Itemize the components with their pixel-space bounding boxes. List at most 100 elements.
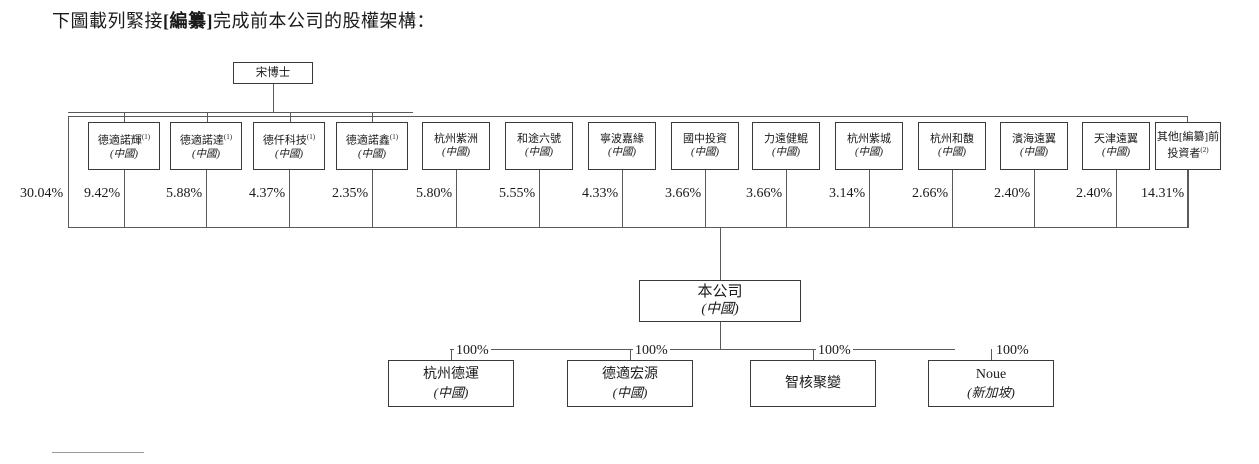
subsidiary-stem bbox=[630, 349, 631, 360]
shareholder-box: 力遠健鯤 (中國) bbox=[752, 122, 820, 170]
shareholder-stem bbox=[206, 170, 207, 228]
shareholder-name: 和途六號 bbox=[517, 133, 561, 145]
shareholder-box: 德仟科技(1)(中國) bbox=[253, 122, 325, 170]
shareholder-box: 其他[編纂]前投資者(2) bbox=[1155, 122, 1221, 170]
subsidiary-stem bbox=[451, 349, 452, 360]
shareholder-stem bbox=[622, 170, 623, 228]
shareholder-name: 國中投資 bbox=[683, 133, 727, 145]
company-name: 本公司 bbox=[697, 284, 743, 300]
subsidiary-stem bbox=[991, 349, 992, 360]
shareholder-name: 德仟科技(1) bbox=[262, 133, 316, 147]
shareholder-stem bbox=[786, 170, 787, 228]
shareholder-percent-label: 3.66% bbox=[745, 186, 784, 202]
shareholder-footnote-marker: (1) bbox=[389, 133, 399, 142]
subsidiary-country: (中國) bbox=[433, 385, 469, 400]
shareholder-percent-label: 2.35% bbox=[331, 186, 370, 202]
shareholder-country: (中國) bbox=[772, 147, 800, 158]
subsidiary-name: Noue bbox=[975, 367, 1007, 382]
shareholder-footnote-marker: (2) bbox=[1200, 146, 1209, 155]
subsidiary-box: 德適宏源 (中國) bbox=[567, 360, 693, 407]
subsidiary-box: 杭州德運 (中國) bbox=[388, 360, 514, 407]
connector-controller-down bbox=[273, 84, 274, 112]
shareholder-stem bbox=[539, 170, 540, 228]
company-country: (中國) bbox=[701, 302, 739, 317]
shareholder-box: 德適諾輝(1)(中國) bbox=[88, 122, 160, 170]
shareholder-box: 國中投資 (中國) bbox=[671, 122, 739, 170]
aggregate-percent-label: 30.04% bbox=[20, 186, 64, 201]
connector-drop-3 bbox=[290, 112, 291, 122]
shareholder-box: 杭州和馥 (中國) bbox=[918, 122, 986, 170]
shareholder-stem bbox=[1116, 170, 1117, 228]
subsidiary-country: (中國) bbox=[612, 385, 648, 400]
connector-drop-2 bbox=[207, 112, 208, 122]
subsidiary-stem bbox=[813, 349, 814, 360]
shareholder-stem bbox=[1188, 170, 1189, 228]
subsidiary-percent-label: 100% bbox=[816, 343, 853, 359]
company-box: 本公司 (中國) bbox=[639, 280, 801, 322]
shareholder-country: (中國) bbox=[358, 148, 386, 160]
subsidiary-percent-label: 100% bbox=[633, 343, 670, 359]
shareholder-percent-label: 9.42% bbox=[83, 186, 122, 202]
shareholder-percent-label: 14.31% bbox=[1140, 186, 1186, 202]
shareholder-country: (中國) bbox=[1102, 147, 1130, 158]
shareholder-name: 杭州紫城 bbox=[847, 133, 891, 145]
shareholder-box: 天津遠翼 (中國) bbox=[1082, 122, 1150, 170]
shareholder-stem bbox=[952, 170, 953, 228]
shareholder-footnote-marker: (1) bbox=[141, 133, 151, 142]
shareholder-country: (中國) bbox=[442, 147, 470, 158]
shareholder-footnote-marker: (1) bbox=[223, 133, 233, 142]
shareholder-percent-label: 4.37% bbox=[248, 186, 287, 202]
shareholder-name: 德適諾輝(1) bbox=[97, 133, 151, 147]
shareholder-country: (中國) bbox=[691, 147, 719, 158]
controller-box: 宋博士 bbox=[233, 62, 313, 84]
heading-prefix: 下圖載列緊接 bbox=[52, 11, 163, 31]
shareholder-box: 德適諾達(1)(中國) bbox=[170, 122, 242, 170]
shareholder-country: (中國) bbox=[855, 147, 883, 158]
subsidiary-name: 德適宏源 bbox=[602, 367, 658, 382]
shareholder-percent-label: 2.40% bbox=[1075, 186, 1114, 202]
subsidiary-name: 智核聚變 bbox=[785, 375, 841, 391]
shareholder-percent-label: 5.55% bbox=[498, 186, 537, 202]
shareholder-name: 寧波嘉緣 bbox=[600, 133, 644, 145]
shareholder-box: 杭州紫洲 (中國) bbox=[422, 122, 490, 170]
connector-drop-1 bbox=[124, 112, 125, 122]
heading-bracket-token: [編纂] bbox=[163, 11, 213, 31]
shareholder-stem bbox=[705, 170, 706, 228]
shareholder-stem bbox=[456, 170, 457, 228]
connector-upper-bus bbox=[68, 112, 413, 113]
shareholder-name: 其他[編纂]前投資者(2) bbox=[1156, 131, 1220, 160]
shareholder-country: (中國) bbox=[192, 148, 220, 160]
controller-name: 宋博士 bbox=[255, 66, 291, 79]
shareholding-collector-frame bbox=[68, 116, 1188, 228]
shareholder-box: 和途六號 (中國) bbox=[505, 122, 573, 170]
shareholder-name: 濱海遠翼 bbox=[1012, 133, 1056, 145]
shareholder-percent-label: 5.88% bbox=[165, 186, 204, 202]
shareholder-stem bbox=[869, 170, 870, 228]
shareholder-name: 天津遠翼 bbox=[1094, 133, 1138, 145]
shareholder-percent-label: 2.40% bbox=[993, 186, 1032, 202]
shareholder-stem bbox=[289, 170, 290, 228]
shareholder-percent-label: 2.66% bbox=[911, 186, 950, 202]
connector-company-down bbox=[720, 322, 721, 349]
footer-rule bbox=[52, 452, 144, 453]
shareholder-box: 杭州紫城 (中國) bbox=[835, 122, 903, 170]
shareholder-country: (中國) bbox=[110, 148, 138, 160]
shareholder-country: (中國) bbox=[938, 147, 966, 158]
connector-collector-to-company bbox=[720, 228, 721, 280]
shareholder-country: (中國) bbox=[608, 147, 636, 158]
shareholder-name: 德適諾達(1) bbox=[179, 133, 233, 147]
subsidiary-name: 杭州德運 bbox=[423, 367, 479, 382]
shareholder-percent-label: 4.33% bbox=[581, 186, 620, 202]
shareholder-name: 杭州紫洲 bbox=[434, 133, 478, 145]
shareholder-name: 力遠健鯤 bbox=[764, 133, 808, 145]
subsidiary-country: (新加坡) bbox=[967, 385, 1015, 400]
heading-suffix: 完成前本公司的股權架構： bbox=[213, 11, 435, 31]
shareholder-percent-label: 3.66% bbox=[664, 186, 703, 202]
connector-subsidiary-bus bbox=[450, 349, 955, 350]
shareholder-name: 杭州和馥 bbox=[930, 133, 974, 145]
shareholder-country: (中國) bbox=[525, 147, 553, 158]
subsidiary-percent-label: 100% bbox=[454, 343, 491, 359]
shareholder-stem bbox=[1034, 170, 1035, 228]
shareholder-country: (中國) bbox=[275, 148, 303, 160]
